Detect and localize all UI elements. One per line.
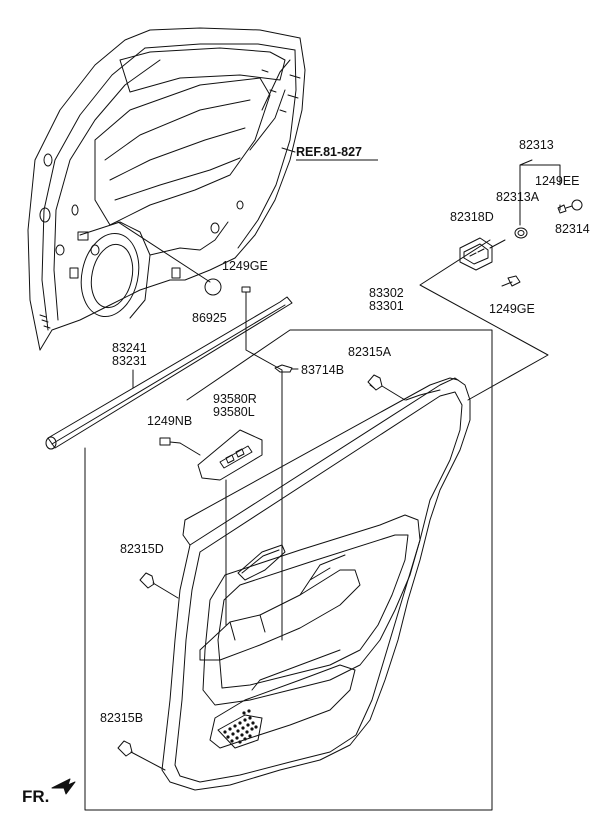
part-82315a: 82315A bbox=[348, 345, 392, 359]
part-82318d: 82318D bbox=[450, 210, 494, 224]
part-82315d: 82315D bbox=[120, 542, 164, 556]
screw-1249ge-right bbox=[501, 275, 521, 287]
part-86925: 86925 bbox=[192, 311, 227, 325]
bushing-82313a bbox=[514, 227, 528, 239]
part-93580l: 93580L bbox=[213, 405, 255, 419]
part-82313: 82313 bbox=[519, 138, 554, 152]
screw-1249nb bbox=[159, 437, 201, 456]
part-83241: 83241 bbox=[112, 341, 147, 355]
door-trim-panel bbox=[161, 377, 471, 791]
cap-82314 bbox=[571, 199, 583, 211]
part-82314: 82314 bbox=[555, 222, 590, 236]
part-1249ee: 1249EE bbox=[535, 174, 580, 188]
parts-connector bbox=[419, 239, 549, 401]
part-83301: 83301 bbox=[369, 299, 404, 313]
part-1249nb: 1249NB bbox=[147, 414, 193, 428]
screw-1249ee bbox=[557, 204, 573, 214]
clip-82315d bbox=[139, 572, 179, 599]
part-82315b: 82315B bbox=[100, 711, 144, 725]
power-window-switch bbox=[197, 429, 263, 626]
front-label: FR. bbox=[22, 787, 50, 806]
screw-1249ge-top bbox=[241, 286, 283, 641]
part-83714b: 83714B bbox=[301, 363, 345, 377]
part-82313a: 82313A bbox=[496, 190, 540, 204]
bracket-82313 bbox=[519, 159, 561, 226]
grommet-86925-shape bbox=[204, 278, 222, 296]
speaker-grille-dots bbox=[223, 709, 258, 744]
front-arrow-icon bbox=[51, 778, 76, 795]
clip-82315a bbox=[367, 374, 406, 401]
part-83231: 83231 bbox=[112, 354, 147, 368]
panel-box bbox=[84, 329, 493, 811]
ref-label[interactable]: REF.81-827 bbox=[296, 145, 363, 159]
part-83302: 83302 bbox=[369, 286, 404, 300]
part-93580r: 93580R bbox=[213, 392, 257, 406]
ref-leader bbox=[281, 147, 296, 153]
door-frame bbox=[27, 27, 306, 351]
part-1249ge-top: 1249GE bbox=[222, 259, 268, 273]
clip-82315b bbox=[117, 740, 166, 771]
clip-83714b bbox=[274, 364, 299, 373]
part-1249ge-right: 1249GE bbox=[489, 302, 535, 316]
inside-handle-82318d bbox=[459, 237, 506, 271]
